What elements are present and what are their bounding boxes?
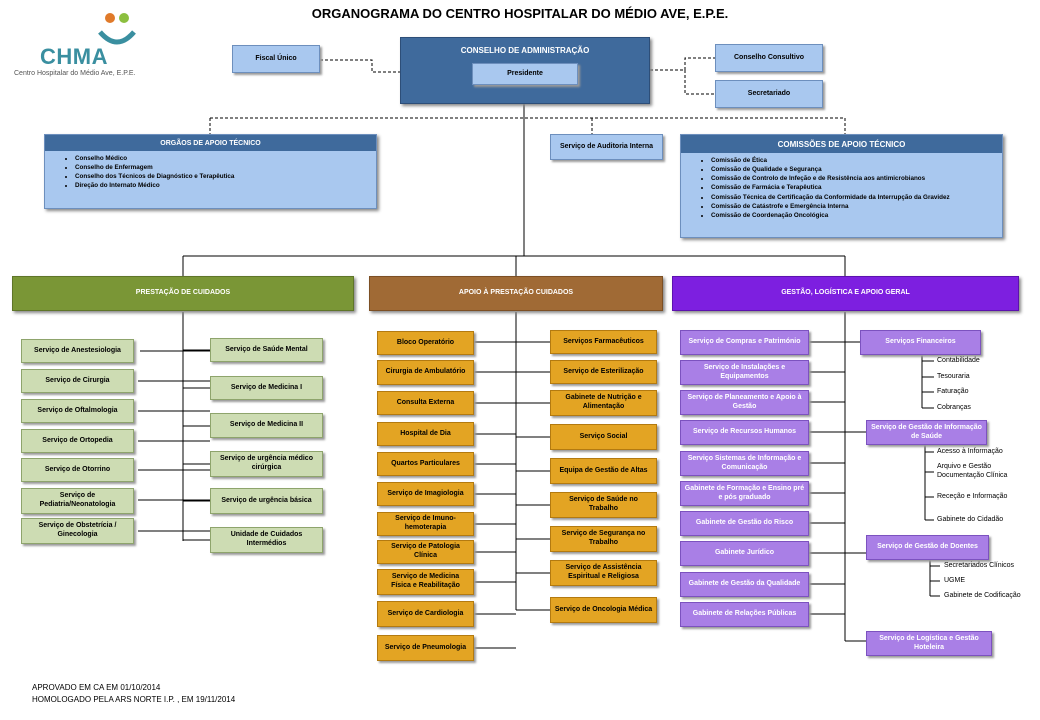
apoio-prestacao-header: APOIO À PRESTAÇÃO CUIDADOS [369, 276, 663, 311]
list-item: Comissão de Qualidade e Segurança [711, 165, 1002, 174]
service-box: Serviço de Planeamento e Apoio à Gestão [680, 390, 809, 415]
comissoes-list: Comissão de Ética Comissão de Qualidade … [681, 156, 1002, 220]
conselho-title: CONSELHO DE ADMINISTRAÇÃO [460, 46, 590, 55]
secretariado-box: Secretariado [715, 80, 823, 108]
sub-item: UGME [944, 577, 965, 584]
service-box: Serviço de Segurança no Trabalho [550, 526, 657, 552]
list-item: Comissão Técnica de Certificação da Conf… [711, 193, 1002, 202]
service-box: Serviço de Medicina I [210, 376, 323, 400]
footer-approved: APROVADO EM CA EM 01/10/2014 [32, 683, 161, 692]
comissoes-title: COMISSÕES DE APOIO TÉCNICO [681, 135, 1002, 153]
list-item: Conselho Médico [75, 154, 376, 163]
service-box: Serviços Farmacêuticos [550, 330, 657, 354]
list-item: Comissão de Ética [711, 156, 1002, 165]
fiscal-unico-box: Fiscal Único [232, 45, 320, 73]
sub-item: Gabinete de Codificação [944, 592, 1021, 599]
service-box: Serviço de urgência médico cirúrgica [210, 451, 323, 477]
list-item: Conselho dos Técnicos de Diagnóstico e T… [75, 172, 376, 181]
list-item: Comissão de Controlo de Infeção e de Res… [711, 174, 1002, 183]
prestacao-cuidados-header: PRESTAÇÃO DE CUIDADOS [12, 276, 354, 311]
list-item: Direção do Internato Médico [75, 181, 376, 190]
sub-item: Secretariados Clínicos [944, 562, 1015, 569]
sub-item: Gabinete do Cidadão [937, 516, 1004, 523]
chma-logo: CHMA Centro Hospitalar do Médio Ave, E.P… [14, 8, 154, 80]
service-box: Serviço de Ortopedia [21, 429, 134, 453]
service-box: Hospital de Dia [377, 422, 474, 446]
service-box: Serviço de Instalações e Equipamentos [680, 360, 809, 385]
sub-item: Tesouraria [937, 373, 970, 380]
service-box: Serviço de Saúde Mental [210, 338, 323, 362]
sub-item: Contabilidade [937, 357, 980, 364]
list-item: Conselho de Enfermagem [75, 163, 376, 172]
servicos-financeiros-box: Serviços Financeiros [860, 330, 981, 355]
service-box: Serviço de Pediatria/Neonatologia [21, 488, 134, 514]
gestao-doentes-box: Serviço de Gestão de Doentes [866, 535, 989, 560]
service-box: Serviço de urgência básica [210, 488, 323, 514]
service-box: Serviço de Cardiologia [377, 601, 474, 627]
service-box: Equipa de Gestão de Altas [550, 458, 657, 484]
service-box: Serviço de Medicina II [210, 413, 323, 438]
presidente-box: Presidente [472, 63, 578, 85]
service-box: Serviço de Oftalmologia [21, 399, 134, 423]
gestao-logistica-header: GESTÃO, LOGÍSTICA E APOIO GERAL [672, 276, 1019, 311]
service-box: Gabinete de Gestão do Risco [680, 511, 809, 536]
service-box: Serviço de Assistência Espiritual e Reli… [550, 560, 657, 586]
list-item: Comissão de Farmácia e Terapêutica [711, 183, 1002, 192]
footer-homologated: HOMOLOGADO PELA ARS NORTE I.P. , EM 19/1… [32, 695, 236, 704]
service-box: Serviço de Esterilização [550, 360, 657, 384]
auditoria-interna-box: Serviço de Auditoria Interna [550, 134, 663, 160]
comissoes-apoio-tecnico-panel: COMISSÕES DE APOIO TÉCNICO Comissão de É… [680, 134, 1003, 238]
orgaos-apoio-tecnico-list: Conselho Médico Conselho de Enfermagem C… [45, 154, 376, 191]
service-box: Cirurgia de Ambulatório [377, 360, 474, 385]
service-box: Gabinete Jurídico [680, 541, 809, 566]
service-box: Serviço de Cirurgia [21, 369, 134, 393]
list-item: Comissão de Coordenação Oncológica [711, 211, 1002, 220]
logo-text: CHMA [40, 44, 108, 69]
service-box: Serviço de Obstetrícia / Ginecologia [21, 518, 134, 544]
service-box: Gabinete de Relações Públicas [680, 602, 809, 627]
sub-item: Receção e Informação [937, 493, 1008, 500]
service-box: Consulta Externa [377, 391, 474, 415]
sub-item: Faturação [937, 388, 969, 395]
service-box: Serviço de Pneumologia [377, 635, 474, 661]
logo-icon [98, 13, 136, 45]
service-box: Serviço Sistemas de Informação e Comunic… [680, 451, 809, 476]
orgaos-apoio-tecnico-title: ORGÃOS DE APOIO TÉCNICO [45, 135, 376, 151]
sub-item: Arquivo e Gestão Documentação Clínica [937, 463, 1008, 480]
sub-item: Acesso à Informação [937, 448, 1003, 455]
logo-subtitle: Centro Hospitalar do Médio Ave, E.P.E. [14, 70, 136, 77]
sub-item: Cobranças [937, 404, 971, 411]
service-box: Quartos Particulares [377, 452, 474, 476]
service-box: Serviço de Compras e Património [680, 330, 809, 355]
orgaos-apoio-tecnico-panel: ORGÃOS DE APOIO TÉCNICO Conselho Médico … [44, 134, 377, 209]
service-box: Serviço de Patologia Clínica [377, 540, 474, 564]
logistica-hoteleira-box: Serviço de Logística e Gestão Hoteleira [866, 631, 992, 656]
service-box: Serviço de Medicina Física e Reabilitaçã… [377, 569, 474, 595]
conselho-administracao-box: CONSELHO DE ADMINISTRAÇÃO Presidente [400, 37, 650, 104]
service-box: Unidade de Cuidados Intermédios [210, 527, 323, 553]
service-box: Serviço de Anestesiologia [21, 339, 134, 363]
page-title: ORGANOGRAMA DO CENTRO HOSPITALAR DO MÉDI… [311, 6, 729, 21]
service-box: Serviço de Imagiologia [377, 482, 474, 506]
conselho-consultivo-box: Conselho Consultivo [715, 44, 823, 72]
service-box: Serviço de Recursos Humanos [680, 420, 809, 445]
service-box: Serviço de Oncologia Médica [550, 597, 657, 623]
service-box: Serviço de Saúde no Trabalho [550, 492, 657, 518]
service-box: Gabinete de Nutrição e Alimentação [550, 390, 657, 416]
service-box: Gabinete de Gestão da Qualidade [680, 572, 809, 597]
list-item: Comissão de Catástrofe e Emergência Inte… [711, 202, 1002, 211]
service-box: Serviço de Otorrino [21, 458, 134, 482]
service-box: Serviço Social [550, 424, 657, 450]
gestao-informacao-box: Serviço de Gestão de Informação de Saúde [866, 420, 987, 445]
service-box: Bloco Operatório [377, 331, 474, 355]
service-box: Serviço de Imuno-hemoterapia [377, 512, 474, 536]
service-box: Gabinete de Formação e Ensino pré e pós … [680, 481, 809, 506]
